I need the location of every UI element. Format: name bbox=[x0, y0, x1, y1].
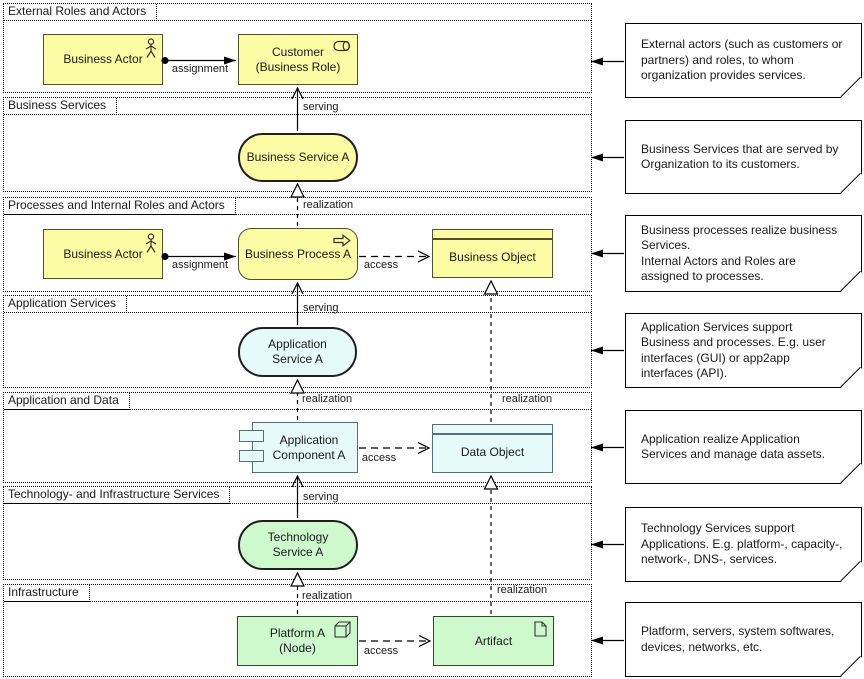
layer-title-application-services: Application Services bbox=[4, 296, 128, 313]
node-business-actor-1[interactable]: Business Actor bbox=[43, 34, 163, 85]
node-business-process-a[interactable]: Business Process A bbox=[238, 228, 358, 280]
note-text: Platform, servers, system softwares, dev… bbox=[641, 624, 835, 654]
edge-label-realization-3: realization bbox=[502, 393, 553, 405]
layer-title-processes-internal-roles: Processes and Internal Roles and Actors bbox=[4, 198, 236, 215]
node-application-service-a[interactable]: Application Service A bbox=[238, 327, 357, 377]
node-platform-a[interactable]: Platform A (Node) bbox=[237, 616, 358, 666]
edge-label-realization-2: realization bbox=[302, 393, 353, 405]
edge-label-access-3: access bbox=[363, 645, 399, 657]
node-label: Business Actor bbox=[63, 52, 143, 66]
node-label: Business Service A bbox=[246, 150, 350, 164]
layer-title-application-and-data: Application and Data bbox=[4, 393, 130, 410]
node-data-object[interactable]: Data Object bbox=[432, 424, 553, 473]
layer-title-technology-infrastructure-services: Technology- and Infrastructure Services bbox=[4, 487, 231, 504]
role-icon bbox=[333, 40, 351, 52]
layer-title-business-services: Business Services bbox=[4, 98, 118, 115]
actor-icon bbox=[145, 38, 157, 58]
object-header-band bbox=[433, 230, 552, 240]
note-infrastructure[interactable]: Platform, servers, system softwares, dev… bbox=[625, 602, 862, 677]
edge-label-assignment-2: assignment bbox=[171, 259, 229, 271]
note-text: Technology Services support Applications… bbox=[641, 521, 843, 567]
edge-label-serving-3: serving bbox=[303, 491, 339, 503]
object-header-band bbox=[433, 425, 552, 435]
note-text: Business Services that are served by Org… bbox=[641, 141, 839, 171]
node-technology-service-a[interactable]: Technology Service A bbox=[238, 520, 358, 570]
process-icon bbox=[333, 234, 351, 247]
node-business-actor-2[interactable]: Business Actor bbox=[43, 229, 163, 279]
node-label: Business Actor bbox=[63, 246, 143, 261]
node-label: Technology Service A bbox=[267, 530, 329, 559]
node-business-service-a[interactable]: Business Service A bbox=[238, 133, 358, 182]
note-application-services[interactable]: Application Services support Business an… bbox=[625, 313, 862, 388]
node-label: Application Component A bbox=[272, 432, 346, 462]
node-label: Customer (Business Role) bbox=[255, 44, 341, 74]
edge-label-serving-2: serving bbox=[303, 302, 339, 314]
note-text: Application realize Application Services… bbox=[641, 431, 826, 461]
note-business-services[interactable]: Business Services that are served by Org… bbox=[625, 120, 862, 194]
node-label: Application Service A bbox=[268, 337, 327, 366]
layer-title-external-roles-and-actors: External Roles and Actors bbox=[4, 4, 158, 21]
edge-label-serving-1: serving bbox=[303, 101, 339, 113]
edge-label-access-1: access bbox=[363, 259, 399, 271]
node-label: Business Process A bbox=[244, 246, 352, 261]
node-cube-icon bbox=[334, 621, 351, 638]
artifact-document-icon bbox=[534, 621, 547, 637]
node-customer-business-role[interactable]: Customer (Business Role) bbox=[238, 34, 358, 85]
note-text: Application Services support Business an… bbox=[641, 319, 826, 380]
node-label: Business Object bbox=[449, 250, 536, 264]
note-business-processes[interactable]: Business processes realize business Serv… bbox=[625, 215, 862, 292]
actor-icon bbox=[145, 233, 157, 253]
node-label: Platform A (Node) bbox=[269, 626, 326, 655]
node-application-component-a[interactable]: Application Component A bbox=[239, 422, 358, 473]
edge-label-realization-5: realization bbox=[497, 584, 548, 596]
edge-label-realization-4: realization bbox=[302, 590, 353, 602]
layer-separator bbox=[4, 20, 591, 21]
node-label: Artifact bbox=[474, 633, 513, 648]
note-external-actors[interactable]: External actors (such as customers or pa… bbox=[625, 23, 862, 98]
note-application-data[interactable]: Application realize Application Services… bbox=[625, 410, 862, 484]
node-artifact[interactable]: Artifact bbox=[433, 616, 554, 666]
component-tab-icon bbox=[239, 430, 264, 442]
note-text: External actors (such as customers or pa… bbox=[641, 37, 843, 83]
layer-title-infrastructure: Infrastructure bbox=[4, 585, 90, 602]
edge-label-realization-1: realization bbox=[303, 199, 354, 211]
node-business-object[interactable]: Business Object bbox=[432, 229, 553, 278]
edge-label-assignment-1: assignment bbox=[171, 63, 229, 75]
node-label: Data Object bbox=[460, 445, 525, 459]
note-text: Business processes realize business Serv… bbox=[641, 222, 838, 283]
component-tab-icon bbox=[239, 450, 264, 462]
note-technology-services[interactable]: Technology Services support Applications… bbox=[625, 507, 862, 582]
edge-label-access-2: access bbox=[361, 452, 397, 464]
layer-separator bbox=[4, 601, 591, 602]
